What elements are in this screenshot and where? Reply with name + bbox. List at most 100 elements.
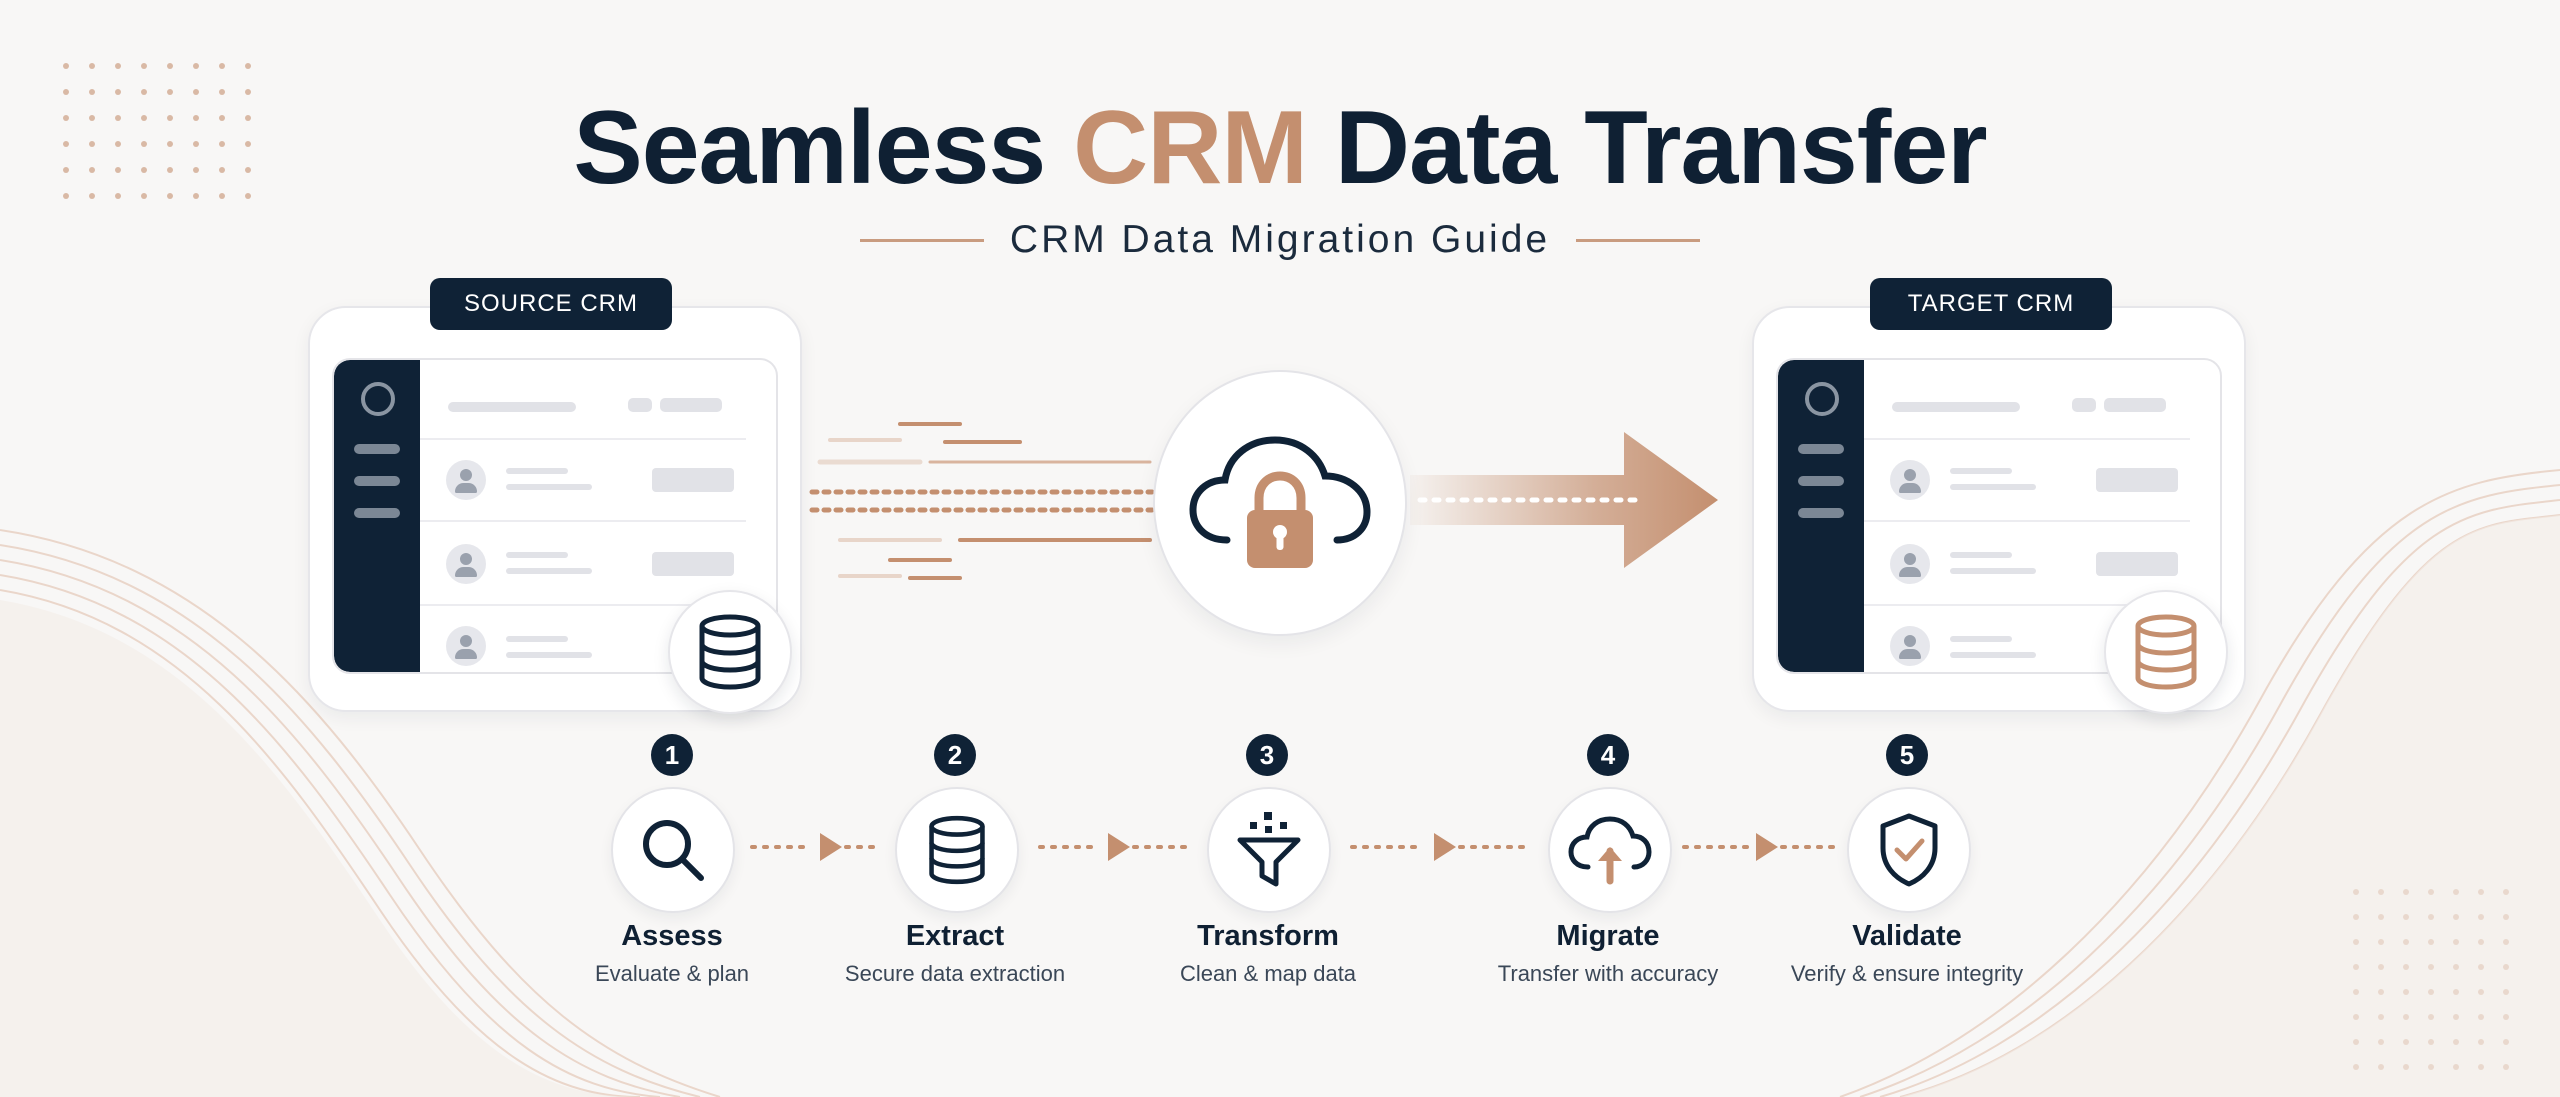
decor-dot <box>141 89 147 95</box>
shield-check-icon <box>1880 813 1938 887</box>
step-title: Assess <box>621 920 723 952</box>
title-part-2: Data Transfer <box>1334 90 1988 206</box>
decor-dot <box>141 167 147 173</box>
step-title: Validate <box>1852 920 1962 952</box>
decor-dot <box>115 89 121 95</box>
avatar-icon <box>446 626 486 666</box>
row-line <box>1950 552 2012 558</box>
decor-dot <box>141 63 147 69</box>
wave-right <box>1839 469 2560 1097</box>
decor-dot <box>63 115 69 121</box>
decor-dot <box>167 167 173 173</box>
decor-dot <box>167 89 173 95</box>
avatar-icon <box>446 460 486 500</box>
screen-placeholder-line <box>448 402 576 412</box>
sidebar-bar <box>354 444 400 454</box>
sidebar-bar <box>1798 508 1844 518</box>
wave-left <box>0 529 721 1097</box>
decor-dot <box>63 89 69 95</box>
sidebar-bar <box>1798 476 1844 486</box>
decor-dot <box>115 115 121 121</box>
row-line <box>1950 468 2012 474</box>
wave-right-fill <box>1900 515 2560 1097</box>
screen-divider <box>420 520 746 522</box>
filter-icon <box>1237 812 1301 887</box>
row-line <box>506 652 592 658</box>
step-description: Evaluate & plan <box>594 961 750 986</box>
target-crm-panel <box>1752 306 2246 712</box>
decor-dot <box>193 141 199 147</box>
cloud-lock-circle <box>1153 370 1407 636</box>
row-line <box>506 484 592 490</box>
decor-dot <box>245 63 251 69</box>
source-crm-label: SOURCE CRM <box>430 278 672 330</box>
decor-dot <box>115 63 121 69</box>
decor-dot <box>89 167 95 173</box>
step-transform <box>1207 787 1331 913</box>
transfer-stream <box>809 422 1155 580</box>
decor-dot <box>193 89 199 95</box>
step-migrate <box>1548 787 1672 913</box>
row-line <box>506 552 568 558</box>
step-description: Verify & ensure integrity <box>1790 961 2024 986</box>
row-line <box>506 568 592 574</box>
avatar-icon <box>1890 544 1930 584</box>
step-description: Clean & map data <box>1179 961 1357 986</box>
step-number: 4 <box>1587 734 1629 776</box>
decor-dot <box>245 193 251 199</box>
sidebar-logo-icon <box>361 382 395 416</box>
screen-placeholder-chip <box>2104 398 2166 412</box>
step-number: 5 <box>1886 734 1928 776</box>
sidebar-bar <box>1798 444 1844 454</box>
sidebar-logo-icon <box>1805 382 1839 416</box>
decor-dot <box>89 115 95 121</box>
decor-dot <box>219 193 225 199</box>
source-database-badge <box>668 590 792 714</box>
transfer-arrow <box>1410 432 1718 568</box>
decor-dot <box>63 167 69 173</box>
title-part-1: Seamless <box>573 90 1046 206</box>
row-field <box>652 552 734 576</box>
screen-placeholder-chip <box>628 398 652 412</box>
decor-dot <box>245 89 251 95</box>
step-title: Migrate <box>1556 920 1660 952</box>
decor-dot <box>219 141 225 147</box>
target-database-badge <box>2104 590 2228 714</box>
cloud-lock-icon <box>1189 436 1371 568</box>
subtitle-rule-left <box>859 238 984 242</box>
source-sidebar <box>334 360 420 672</box>
decor-dot <box>141 193 147 199</box>
decor-dot <box>167 141 173 147</box>
step-number: 1 <box>651 734 693 776</box>
row-line <box>506 636 568 642</box>
dot-grid-top-left <box>63 63 251 199</box>
step-extract <box>895 787 1019 913</box>
subtitle-row: CRM Data Migration Guide <box>0 215 2560 265</box>
screen-divider <box>1864 604 2190 606</box>
screen-placeholder-line <box>1892 402 2020 412</box>
decor-dot <box>245 167 251 173</box>
row-line <box>506 468 568 474</box>
decor-dot <box>193 63 199 69</box>
decor-dot <box>141 141 147 147</box>
target-sidebar <box>1778 360 1864 672</box>
step-connectors <box>750 833 1838 861</box>
row-line <box>1950 636 2012 642</box>
decor-dot <box>219 115 225 121</box>
decor-dot <box>89 63 95 69</box>
decor-dot <box>167 63 173 69</box>
avatar-icon <box>1890 460 1930 500</box>
avatar-icon <box>446 544 486 584</box>
sidebar-bar <box>354 508 400 518</box>
decor-dot <box>63 193 69 199</box>
row-line <box>1950 568 2036 574</box>
decor-dot <box>63 63 69 69</box>
decor-dot <box>63 141 69 147</box>
page-subtitle: CRM Data Migration Guide <box>1009 218 1551 261</box>
database-icon <box>929 815 985 885</box>
decor-dot <box>193 193 199 199</box>
decor-dot <box>89 193 95 199</box>
step-validate <box>1847 787 1971 913</box>
screen-placeholder-chip <box>2072 398 2096 412</box>
